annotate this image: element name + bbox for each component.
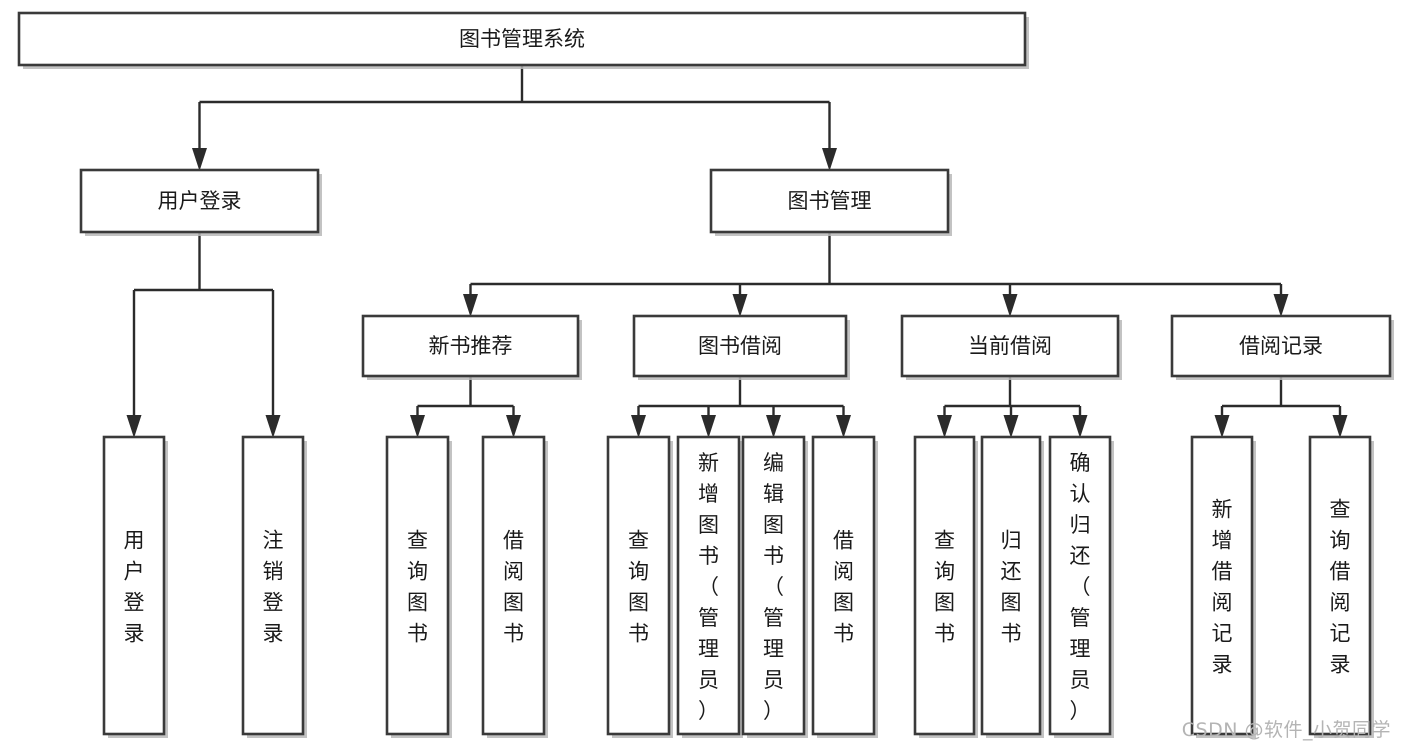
node-l-query-book-a[interactable]: 查询图书 — [385, 435, 452, 738]
node-label: 图书管理系统 — [459, 27, 585, 51]
node-label: 用户登录 — [124, 529, 145, 646]
node-box[interactable] — [980, 435, 1042, 736]
node-l-query-book-b[interactable]: 查询图书 — [606, 435, 673, 738]
node-label: 新书推荐 — [429, 334, 513, 358]
node-box[interactable] — [1170, 314, 1392, 378]
node-label: 确认归还（管理员） — [1070, 451, 1091, 723]
node-box[interactable] — [676, 435, 741, 736]
node-box[interactable] — [385, 435, 450, 736]
node-n-user-login[interactable]: 用户登录 — [79, 168, 322, 236]
node-label: 借阅图书 — [833, 529, 854, 646]
node-label: 查询图书 — [407, 529, 428, 646]
node-box[interactable] — [1048, 435, 1112, 736]
node-box[interactable] — [741, 435, 806, 736]
node-l-query-record[interactable]: 查询借阅记录 — [1308, 435, 1374, 738]
node-n-records[interactable]: 借阅记录 — [1170, 314, 1394, 380]
node-l-borrow-book-a[interactable]: 借阅图书 — [481, 435, 548, 738]
node-l-edit-book[interactable]: 编辑图书（管理员） — [741, 435, 808, 738]
node-l-add-record[interactable]: 新增借阅记录 — [1190, 435, 1256, 738]
node-label: 归还图书 — [1001, 529, 1022, 646]
node-l-add-book[interactable]: 新增图书（管理员） — [676, 435, 743, 738]
node-box[interactable] — [17, 11, 1027, 67]
node-label: 用户登录 — [158, 189, 242, 213]
node-label: 图书借阅 — [698, 334, 782, 358]
node-box[interactable] — [1308, 435, 1372, 736]
node-label: 查询借阅记录 — [1330, 498, 1351, 677]
node-n-current[interactable]: 当前借阅 — [900, 314, 1122, 380]
node-box[interactable] — [1190, 435, 1254, 736]
node-label: 图书管理 — [788, 189, 872, 213]
node-box[interactable] — [241, 435, 305, 736]
node-box[interactable] — [102, 435, 166, 736]
node-label: 新增借阅记录 — [1212, 498, 1233, 677]
node-l-user-login[interactable]: 用户登录 — [102, 435, 168, 738]
node-box[interactable] — [632, 314, 848, 378]
node-label: 借阅图书 — [503, 529, 524, 646]
node-n-book-mgmt[interactable]: 图书管理 — [709, 168, 952, 236]
node-label: 注销登录 — [263, 529, 284, 646]
node-l-return-book[interactable]: 归还图书 — [980, 435, 1044, 738]
node-l-query-book-c[interactable]: 查询图书 — [913, 435, 978, 738]
node-box[interactable] — [709, 168, 950, 234]
edge-layer — [126, 65, 1348, 438]
node-box[interactable] — [913, 435, 976, 736]
node-label: 编辑图书（管理员） — [763, 451, 784, 723]
node-layer: 图书管理系统用户登录图书管理新书推荐图书借阅当前借阅借阅记录用户登录注销登录查询… — [17, 11, 1394, 738]
node-label: 新增图书（管理员） — [698, 451, 719, 723]
node-box[interactable] — [361, 314, 580, 378]
node-l-borrow-book-b[interactable]: 借阅图书 — [811, 435, 878, 738]
node-label: 当前借阅 — [968, 334, 1052, 358]
node-box[interactable] — [481, 435, 546, 736]
node-box[interactable] — [79, 168, 320, 234]
node-l-logout[interactable]: 注销登录 — [241, 435, 307, 738]
node-n-borrow[interactable]: 图书借阅 — [632, 314, 850, 380]
node-l-confirm-return[interactable]: 确认归还（管理员） — [1048, 435, 1114, 738]
node-box[interactable] — [811, 435, 876, 736]
node-label: 查询图书 — [934, 529, 955, 646]
node-box[interactable] — [606, 435, 671, 736]
node-n-new-rec[interactable]: 新书推荐 — [361, 314, 582, 380]
node-label: 借阅记录 — [1239, 334, 1323, 358]
node-box[interactable] — [900, 314, 1120, 378]
node-label: 查询图书 — [628, 529, 649, 646]
node-root[interactable]: 图书管理系统 — [17, 11, 1029, 69]
